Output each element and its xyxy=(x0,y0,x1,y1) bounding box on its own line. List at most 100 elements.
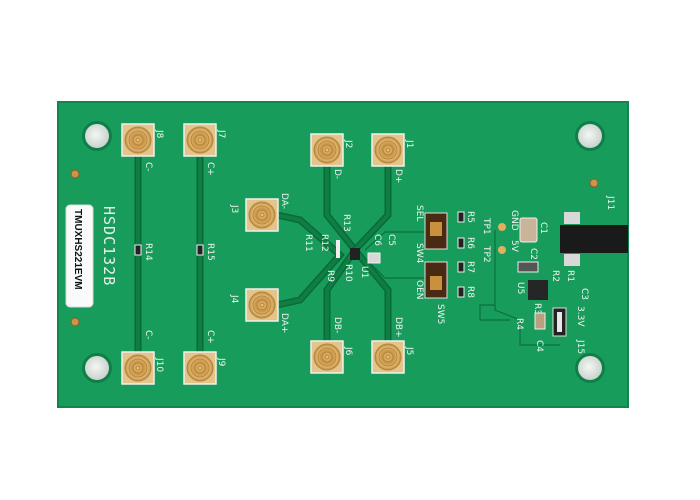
barrel-jack-j11[interactable] xyxy=(560,225,628,253)
capacitor-c2 xyxy=(517,261,539,273)
c2-label: C2 xyxy=(528,248,538,260)
connector-ref-label: J4 xyxy=(229,294,239,304)
connector-ring xyxy=(324,147,330,153)
connector-ref-label: J1 xyxy=(404,139,414,148)
connector-net-label: C- xyxy=(143,162,153,172)
connector-ring xyxy=(252,295,272,315)
resistor-r13 xyxy=(336,240,340,258)
connector-ring xyxy=(190,130,210,150)
connector-ring xyxy=(378,347,398,367)
sma-connector-j9[interactable]: J9 C+ xyxy=(183,330,226,385)
connector-ring xyxy=(132,362,144,374)
mounting-holes xyxy=(70,121,605,383)
standoff-bottom-left xyxy=(85,356,109,380)
connector-ring xyxy=(317,140,337,160)
connector-ring xyxy=(135,137,141,143)
connector-ring xyxy=(128,130,148,150)
r7-label: R7 xyxy=(465,261,475,273)
switch-sw5-slider[interactable] xyxy=(430,276,442,290)
c4-label: C4 xyxy=(534,340,544,352)
connector-ring xyxy=(382,351,394,363)
connector-net-label: C+ xyxy=(205,330,215,344)
j11-label: J11 xyxy=(605,195,615,210)
connector-ring xyxy=(256,209,268,221)
r6-label: R6 xyxy=(465,237,475,249)
r5-label: R5 xyxy=(465,211,475,223)
r11-label: R11 xyxy=(303,234,313,252)
sw4-function-label: SEL xyxy=(414,205,424,221)
r9-label: R9 xyxy=(325,270,335,282)
r13-label: R13 xyxy=(341,214,351,232)
connector-net-label: DB- xyxy=(332,317,342,333)
u5-label: U5 xyxy=(515,282,525,294)
capacitor-c1 xyxy=(519,217,538,243)
c5-label: C5 xyxy=(386,234,396,246)
j15-label: J15 xyxy=(575,339,585,354)
connector-net-label: DA+ xyxy=(279,313,289,333)
r1-label: R1 xyxy=(565,270,575,282)
sma-connector-j6[interactable]: J6 DB- xyxy=(310,317,353,374)
connector-ring xyxy=(259,302,265,308)
sma-connector-j3[interactable]: J3 DA- xyxy=(229,193,289,232)
r10-label: R10 xyxy=(343,264,353,282)
pull-resistors xyxy=(457,211,465,298)
sma-connector-j7[interactable]: J7C+ xyxy=(183,123,226,176)
regulator-u5 xyxy=(528,280,548,300)
sma-connector-j8[interactable]: J8C- xyxy=(121,123,164,172)
sw4-label: SW4 xyxy=(414,243,424,264)
connector-ring xyxy=(132,134,144,146)
r15-label: R15 xyxy=(205,243,215,261)
test-point-tp2[interactable] xyxy=(498,246,506,254)
r3-label: R3 xyxy=(532,303,542,315)
sw5-function-label: OEN xyxy=(414,280,424,300)
connector-net-label: C+ xyxy=(205,162,215,176)
connector-ref-label: J10 xyxy=(154,357,164,372)
connector-ring xyxy=(324,354,330,360)
r8-label: R8 xyxy=(465,286,475,298)
connector-ring xyxy=(321,144,333,156)
connector-ref-label: J5 xyxy=(404,346,414,355)
j15-net-label: 3.3V xyxy=(575,306,585,327)
board-name-label: TMUXHS221EVM xyxy=(72,209,83,290)
connector-ref-label: J8 xyxy=(154,129,164,139)
connector-ring xyxy=(135,365,141,371)
connector-net-label: DB+ xyxy=(393,317,403,338)
connector-net-label: D- xyxy=(332,169,342,179)
board-name-sticker xyxy=(65,204,94,308)
u1-label: U1 xyxy=(359,266,369,278)
sw5-label: SW5 xyxy=(435,304,445,324)
c3-label: C3 xyxy=(579,288,589,300)
test-point-tp1[interactable] xyxy=(498,223,506,231)
r12-label: R12 xyxy=(319,234,329,252)
connector-ring xyxy=(194,362,206,374)
jumper-shunt[interactable] xyxy=(557,312,562,332)
connector-ring xyxy=(382,144,394,156)
connector-ref-label: J9 xyxy=(216,357,226,367)
connector-ring xyxy=(256,299,268,311)
r14-label: R14 xyxy=(143,243,153,261)
sma-connector-j2[interactable]: J2D- xyxy=(310,133,353,179)
connector-ring xyxy=(197,137,203,143)
connector-ring xyxy=(190,358,210,378)
chip-u1 xyxy=(350,248,360,260)
connector-ring xyxy=(317,347,337,367)
resistor-r15 xyxy=(196,244,204,256)
r2-label: R2 xyxy=(550,270,560,282)
connector-ring xyxy=(378,140,398,160)
connector-ring xyxy=(321,351,333,363)
connector-ref-label: J7 xyxy=(216,129,226,138)
connector-ref-label: J6 xyxy=(343,346,353,356)
connector-ref-label: J3 xyxy=(229,204,239,213)
capacitor-c5-c6 xyxy=(367,252,381,264)
connector-net-label: DA- xyxy=(279,193,289,209)
connector-ring xyxy=(252,205,272,225)
sma-connector-j1[interactable]: J1D+ xyxy=(371,133,414,183)
tp1-label: TP1 xyxy=(481,217,491,235)
connector-ring xyxy=(128,358,148,378)
connector-ref-label: J2 xyxy=(343,139,353,148)
switch-sw4-slider[interactable] xyxy=(430,222,442,236)
part-number-silkscreen: HSDC132B xyxy=(100,206,118,286)
